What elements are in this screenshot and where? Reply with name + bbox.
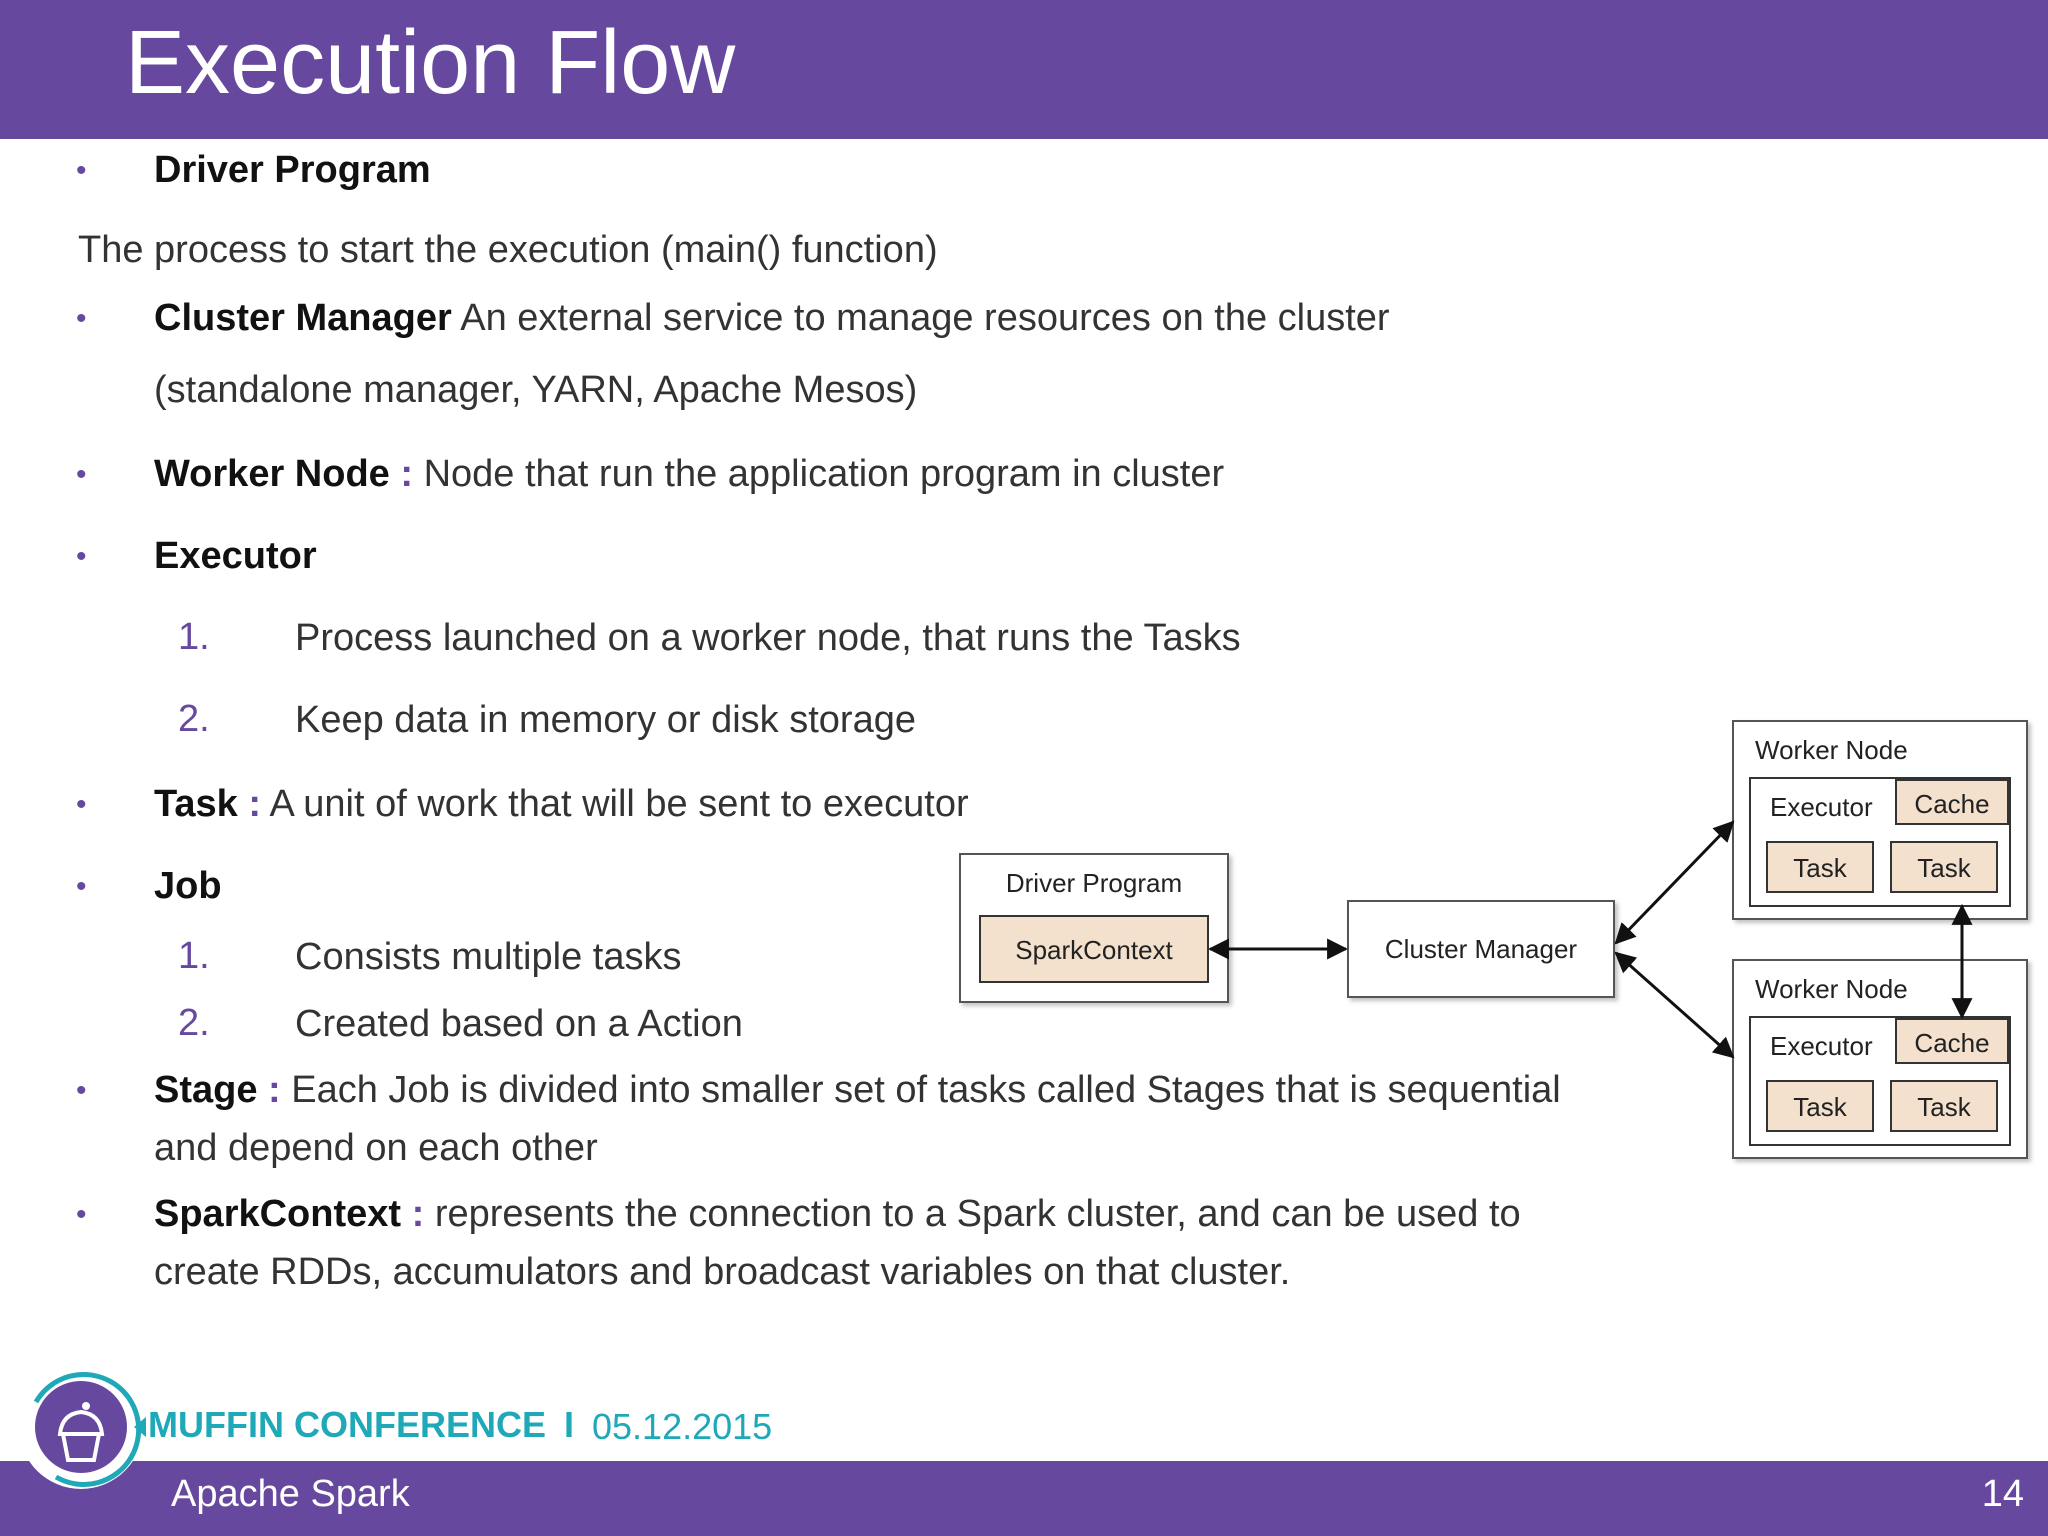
task-line: Task : A unit of work that will be sent … [154, 783, 969, 825]
executor-sub-2: Keep data in memory or disk storage [295, 699, 916, 741]
executor-label-1: Executor [1770, 792, 1873, 822]
bullet: • [76, 1074, 87, 1107]
task-box-2a [1766, 1080, 1874, 1132]
job-sub-1: Consists multiple tasks [295, 936, 682, 978]
worker-line: Worker Node : Node that run the applicat… [154, 453, 1225, 495]
muffin-logo-icon [19, 1365, 146, 1489]
executor-sub-1: Process launched on a worker node, that … [295, 617, 1241, 659]
conference-name: MUFFIN CONFERENCE I [148, 1404, 575, 1445]
executor-num-2: 2. [178, 698, 210, 740]
stage-line: Stage : Each Job is divided into smaller… [154, 1069, 1561, 1111]
task-label-1b: Task [1917, 853, 1971, 883]
cluster-manager-box [1347, 900, 1615, 998]
worker-node-label-2: Worker Node [1755, 974, 1908, 1004]
bullet: • [76, 788, 87, 821]
bullet: • [76, 870, 87, 903]
job-num-1: 1. [178, 935, 210, 977]
title-bar [0, 0, 2048, 139]
task-box-2b [1890, 1080, 1998, 1132]
bullet: • [76, 154, 87, 187]
executor-term: Executor [154, 535, 317, 577]
cluster-line: Cluster Manager An external service to m… [154, 297, 1390, 339]
footer-subtitle: Apache Spark [171, 1473, 410, 1515]
task-label-2a: Task [1793, 1092, 1847, 1122]
cache-box-1 [1895, 779, 2009, 825]
executor-label-2: Executor [1770, 1031, 1873, 1061]
job-num-2: 2. [178, 1002, 210, 1044]
spark-context-label: SparkContext [1015, 935, 1173, 965]
bullet: • [76, 458, 87, 491]
arrow-cluster-worker-2 [1614, 951, 1735, 1059]
bullet: • [76, 1198, 87, 1231]
task-box-1a [1766, 841, 1874, 893]
task-label-2b: Task [1917, 1092, 1971, 1122]
cluster-desc2: (standalone manager, YARN, Apache Mesos) [154, 369, 918, 411]
page-number: 14 [1981, 1473, 2024, 1515]
sparkcontext-desc2: create RDDs, accumulators and broadcast … [154, 1251, 1291, 1293]
executor-num-1: 1. [178, 616, 210, 658]
arrow-cluster-worker-1 [1614, 820, 1735, 945]
task-box-1b [1890, 841, 1998, 893]
stage-desc2: and depend on each other [154, 1127, 598, 1169]
slide-title: Execution Flow [125, 13, 736, 113]
sparkcontext-line: SparkContext : represents the connection… [154, 1193, 1521, 1235]
job-sub-2: Created based on a Action [295, 1003, 743, 1045]
worker-node-label-1: Worker Node [1755, 735, 1908, 765]
footer-bar [0, 1461, 2048, 1536]
task-label-1a: Task [1793, 853, 1847, 883]
job-term: Job [154, 865, 222, 907]
cluster-manager-label: Cluster Manager [1385, 934, 1578, 964]
bullet: • [76, 540, 87, 573]
driver-program-label: Driver Program [1006, 868, 1182, 898]
driver-desc: The process to start the execution (main… [78, 229, 938, 271]
driver-term: Driver Program [154, 149, 431, 191]
cache-label-1: Cache [1914, 789, 1989, 819]
cache-label-2: Cache [1914, 1028, 1989, 1058]
conference-date: 05.12.2015 [592, 1406, 773, 1447]
bullet: • [76, 302, 87, 335]
